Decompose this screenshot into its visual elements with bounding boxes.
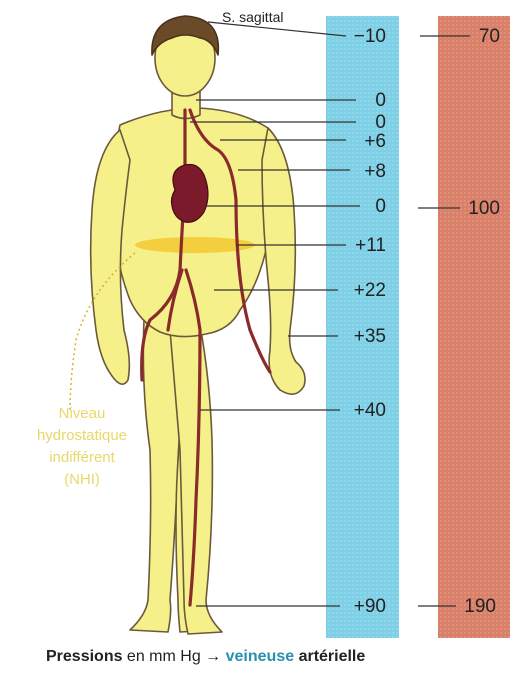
nhi-label: Niveau hydrostatique indifférent (NHI): [37, 405, 127, 488]
venous-value: +8: [364, 161, 386, 182]
nhi-line-1: Niveau: [59, 405, 106, 422]
caption: Pressions en mm Hg → veineuse artérielle: [46, 648, 526, 666]
arterial-value: 190: [464, 596, 496, 617]
venous-value: 0: [375, 196, 386, 217]
nhi-line-2: hydrostatique: [37, 427, 127, 444]
heart: [171, 164, 208, 222]
venous-value: −10: [354, 26, 386, 47]
arterial-value: 100: [468, 198, 500, 219]
venous-value: +35: [354, 326, 386, 347]
sagittal-label: S. sagittal: [222, 9, 283, 25]
venous-value: +6: [364, 131, 386, 152]
caption-venous: veineuse: [226, 648, 294, 665]
arterial-pressure-column: [438, 16, 510, 638]
nhi-line-3: indifférent: [49, 449, 115, 466]
caption-arterial: artérielle: [299, 648, 366, 665]
venous-value: +22: [354, 280, 386, 301]
caption-bold: Pressions: [46, 648, 122, 665]
caption-unit: en mm Hg →: [122, 648, 225, 665]
venous-value: +11: [355, 235, 386, 256]
venous-value: +40: [354, 400, 386, 421]
nhi-line-4: (NHI): [64, 471, 100, 488]
venous-value: 0: [375, 112, 386, 133]
venous-value: +90: [354, 596, 386, 617]
venous-value: 0: [375, 90, 386, 111]
arterial-value: 70: [479, 26, 500, 47]
